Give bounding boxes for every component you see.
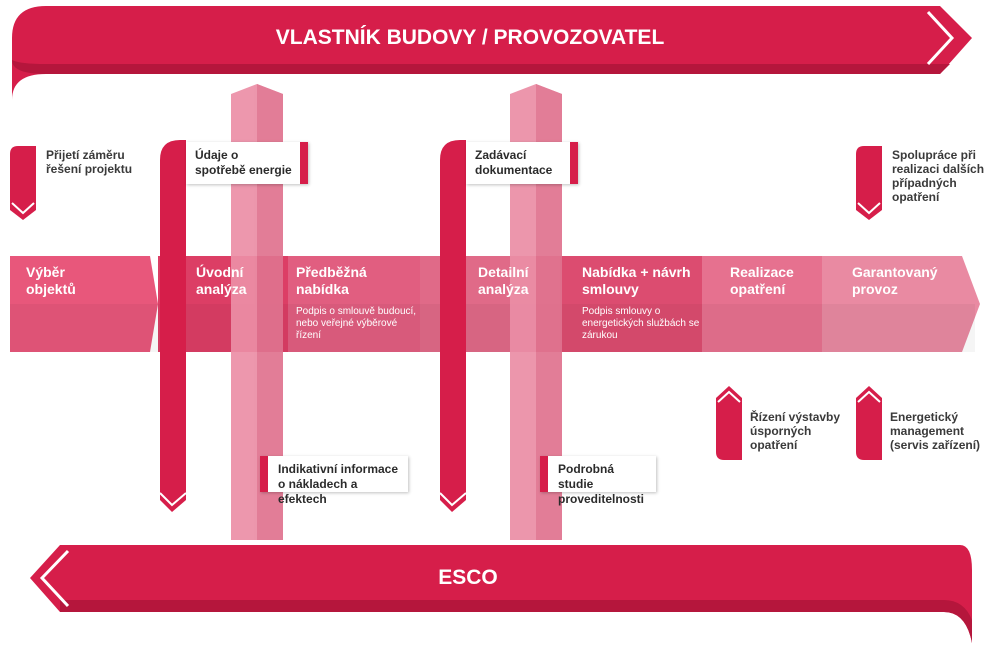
dark-arrow-2 bbox=[439, 140, 467, 512]
small-up-arrow-1 bbox=[716, 386, 742, 460]
bottom-banner-title: ESCO bbox=[438, 566, 498, 589]
stage-implementation: Realizace opatření bbox=[730, 264, 794, 297]
owner-step-tender-docs: Zadávací dokumentace bbox=[466, 142, 578, 184]
stage-preliminary-offer-note: Podpis o smlouvě budoucí, nebo veřejné v… bbox=[296, 306, 417, 341]
dark-arrow-1 bbox=[159, 140, 187, 512]
small-down-arrow-left bbox=[10, 146, 36, 220]
stage-offer-contract: Nabídka + návrh smlouvy bbox=[582, 264, 691, 297]
bottom-banner-shape bbox=[30, 545, 972, 643]
stage-initial-analysis: Úvodní analýza bbox=[196, 264, 247, 297]
top-banner-title: VLASTNÍK BUDOVY / PROVOZOVATEL bbox=[275, 26, 665, 49]
stage-preliminary-offer: Předběžná nabídka bbox=[296, 264, 367, 297]
light-arrow-2 bbox=[510, 84, 562, 540]
esco-step-indicative-info: Indikativní informace o nákladech a efek… bbox=[260, 456, 408, 506]
esco-step-feasibility-study: Podrobná studie proveditelnosti bbox=[540, 456, 656, 506]
stage-offer-contract-note: Podpis smlouvy o energetických službách … bbox=[582, 306, 700, 341]
top-banner-shape bbox=[12, 6, 972, 100]
stage-guaranteed-operation: Garantovaný provoz bbox=[852, 264, 938, 297]
owner-step-accept-intent: Přijetí záměru řešení projektu bbox=[46, 148, 133, 176]
small-down-arrow-right bbox=[856, 146, 882, 220]
small-up-arrow-2 bbox=[856, 386, 882, 460]
light-arrow-1 bbox=[231, 84, 283, 540]
owner-step-energy-data: Údaje o spotřebě energie bbox=[186, 142, 308, 184]
esco-step-construction-management: Řízení výstavby úsporných opatření bbox=[750, 410, 841, 452]
stage-detailed-analysis: Detailní analýza bbox=[478, 264, 529, 297]
esco-step-energy-management: Energetický management (servis zařízení) bbox=[890, 410, 981, 452]
stage-building-selection: Výběr objektů bbox=[26, 264, 76, 297]
owner-step-cooperation: Spolupráce při realizaci dalších případn… bbox=[892, 148, 985, 204]
